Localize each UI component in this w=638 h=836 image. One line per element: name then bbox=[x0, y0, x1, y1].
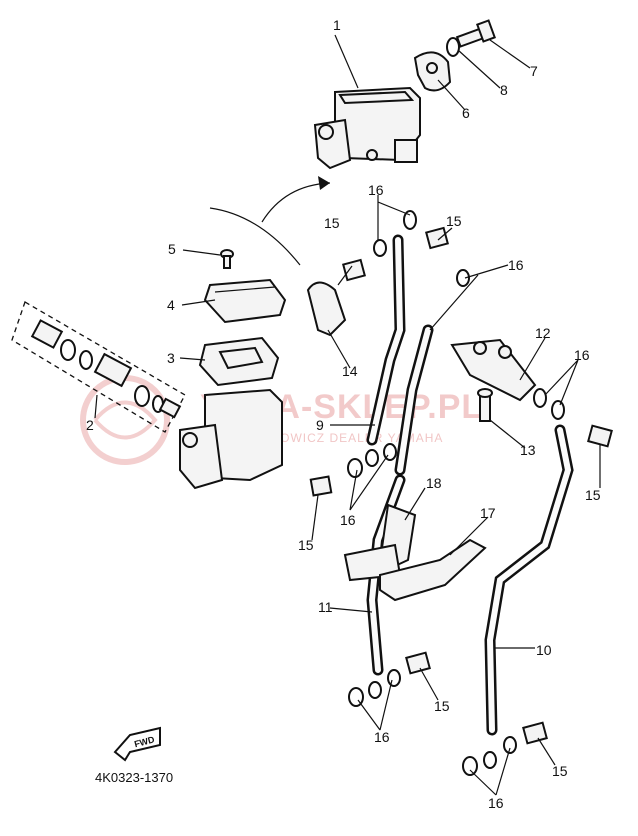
clamp-bolt bbox=[446, 19, 496, 57]
callout-16-e: 16 bbox=[374, 729, 390, 745]
union-bolts-upper bbox=[342, 210, 470, 287]
joint-bolt bbox=[477, 388, 493, 422]
leader-lines bbox=[94, 34, 601, 796]
callout-1: 1 bbox=[333, 17, 341, 33]
callout-17: 17 bbox=[480, 505, 496, 521]
master-cylinder-top bbox=[313, 86, 421, 170]
assembly-arrow bbox=[261, 182, 331, 223]
assembly-arrowhead bbox=[318, 176, 330, 190]
callout-15-f: 15 bbox=[552, 763, 568, 779]
callout-15-b: 15 bbox=[446, 213, 462, 229]
union-bolt-right bbox=[587, 424, 613, 448]
piston-kit bbox=[11, 301, 186, 433]
callout-16-b: 16 bbox=[508, 257, 524, 273]
dust-boot bbox=[306, 281, 347, 337]
forward-arrow-icon: FWD bbox=[113, 726, 161, 762]
cap-screw bbox=[220, 249, 234, 269]
diaphragm bbox=[198, 336, 280, 387]
callout-14: 14 bbox=[342, 363, 358, 379]
master-cylinder-body bbox=[179, 388, 283, 490]
callout-16-a: 16 bbox=[368, 182, 384, 198]
brake-hose-10 bbox=[462, 424, 574, 776]
callout-16-d: 16 bbox=[340, 512, 356, 528]
callout-2: 2 bbox=[86, 417, 94, 433]
callout-5: 5 bbox=[168, 241, 176, 257]
callout-8: 8 bbox=[500, 82, 508, 98]
callout-11: 11 bbox=[318, 599, 333, 615]
callout-labels: 1 2 3 4 5 6 7 8 9 10 11 12 13 14 15 15 1… bbox=[86, 17, 601, 811]
callout-6: 6 bbox=[462, 105, 470, 121]
brake-joint bbox=[450, 338, 565, 420]
callout-15-a: 15 bbox=[324, 215, 340, 231]
callout-15-c: 15 bbox=[585, 487, 601, 503]
union-bolt-left bbox=[309, 475, 333, 497]
callout-12: 12 bbox=[535, 325, 551, 341]
callout-16-c: 16 bbox=[574, 347, 590, 363]
callout-9: 9 bbox=[316, 417, 324, 433]
callout-16-f: 16 bbox=[488, 795, 504, 811]
callout-15-e: 15 bbox=[434, 698, 450, 714]
callout-13: 13 bbox=[520, 442, 536, 458]
callout-18: 18 bbox=[426, 475, 442, 491]
callout-10: 10 bbox=[536, 642, 552, 658]
callout-7: 7 bbox=[530, 63, 538, 79]
brake-hose-9 bbox=[347, 234, 434, 478]
diagram-code: 4K0323-1370 bbox=[95, 770, 173, 785]
callout-3: 3 bbox=[167, 350, 175, 366]
clamp-part bbox=[413, 51, 452, 92]
callout-15-d: 15 bbox=[298, 537, 314, 553]
hose-brackets bbox=[343, 503, 487, 602]
callout-4: 4 bbox=[167, 297, 175, 313]
assembly-arrow-tail bbox=[209, 207, 301, 266]
reservoir-cap bbox=[203, 278, 287, 324]
